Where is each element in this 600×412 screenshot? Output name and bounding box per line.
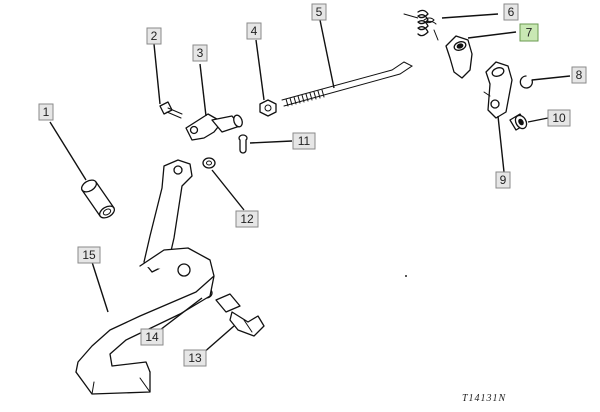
callout-6[interactable]: 6 [503, 3, 519, 21]
part-3-clevis [185, 113, 243, 141]
part-10-bushing [509, 113, 528, 131]
callout-label-9: 9 [500, 173, 507, 187]
callout-10[interactable]: 10 [547, 109, 571, 127]
callout-label-7: 7 [526, 26, 533, 40]
leader-7 [467, 31, 517, 39]
leader-15 [91, 261, 109, 313]
callout-2[interactable]: 2 [146, 27, 162, 45]
callout-7[interactable]: 7 [519, 23, 539, 42]
callout-label-13: 13 [188, 351, 202, 365]
part-11-pin [238, 134, 248, 154]
part-13-bolt [215, 293, 265, 337]
callout-1[interactable]: 1 [38, 103, 54, 121]
callout-3[interactable]: 3 [192, 44, 208, 62]
leader-8 [531, 75, 571, 81]
callout-9[interactable]: 9 [495, 171, 511, 189]
callout-label-6: 6 [508, 5, 515, 19]
leader-1 [49, 121, 87, 181]
part-2-bolt [159, 101, 183, 119]
callout-11[interactable]: 11 [292, 132, 316, 150]
part-8-snap-ring [519, 75, 533, 89]
callout-12[interactable]: 12 [235, 210, 259, 228]
part-5-rod [281, 61, 413, 107]
leader-lines [49, 13, 571, 355]
leader-2 [153, 43, 161, 105]
callout-5[interactable]: 5 [311, 3, 327, 21]
callout-label-14: 14 [145, 330, 159, 344]
leader-11 [249, 140, 293, 144]
part-7-lever [445, 35, 473, 79]
stray-mark [405, 275, 407, 277]
callout-label-8: 8 [576, 68, 583, 82]
part-6-spring [403, 9, 439, 41]
callout-label-4: 4 [251, 24, 258, 38]
callout-15[interactable]: 15 [77, 246, 101, 264]
part-9-arm [483, 61, 513, 119]
part-4-nut [259, 99, 277, 117]
callout-label-5: 5 [316, 5, 323, 19]
callout-8[interactable]: 8 [571, 66, 587, 84]
leader-5 [319, 19, 335, 89]
leader-6 [441, 13, 499, 19]
leader-10 [527, 117, 549, 123]
reference-code: T14131N [462, 393, 507, 404]
leader-3 [199, 63, 207, 117]
callout-label-1: 1 [43, 105, 50, 119]
callout-13[interactable]: 13 [183, 349, 207, 367]
callout-label-3: 3 [197, 46, 204, 60]
callout-label-12: 12 [240, 212, 254, 226]
callout-label-11: 11 [298, 134, 311, 148]
part-12-washer [202, 157, 216, 169]
callout-label-2: 2 [151, 29, 158, 43]
part-15-pedal-bracket [75, 159, 215, 395]
leader-4 [255, 39, 265, 101]
callout-4[interactable]: 4 [246, 22, 262, 40]
callout-14[interactable]: 14 [140, 328, 164, 346]
callout-label-15: 15 [82, 248, 96, 262]
part-1-bushing [80, 179, 116, 219]
callouts: 1 2 3 4 5 6 7 8 [38, 3, 587, 367]
leader-9 [497, 115, 505, 173]
leader-14 [159, 297, 203, 331]
leader-12 [211, 169, 245, 211]
leader-13 [201, 325, 235, 355]
callout-label-10: 10 [552, 111, 566, 125]
